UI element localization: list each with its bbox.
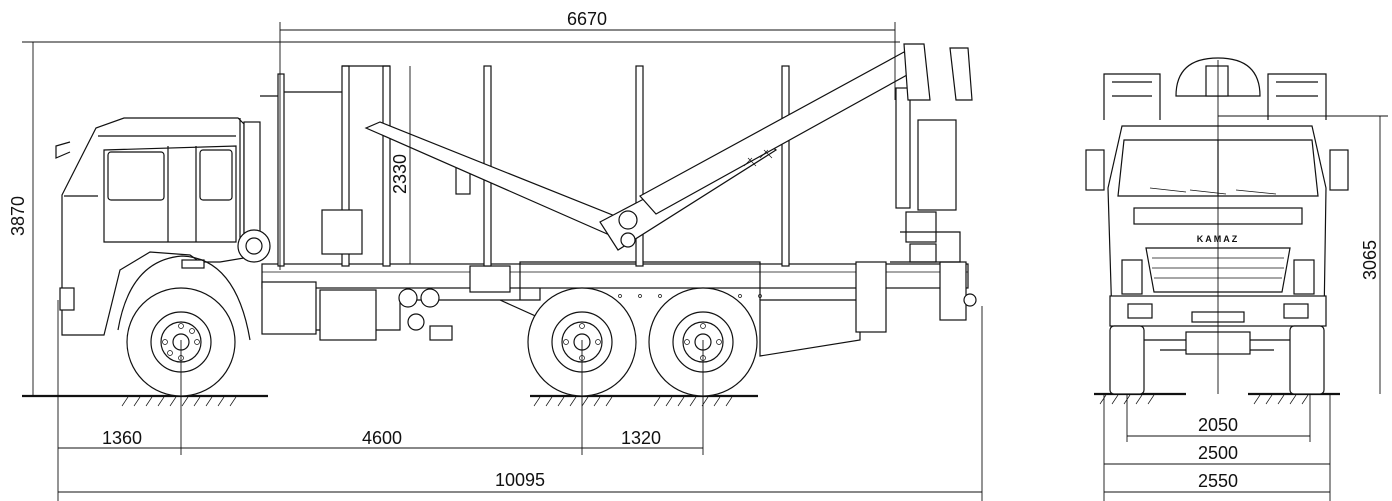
dim-label-cargo-length: 6670 (567, 9, 607, 29)
chassis-frame (261, 261, 977, 357)
side-view: 6670 3870 2330 1360 4600 1320 10095 (8, 9, 983, 501)
front-wheels (1109, 325, 1325, 395)
dim-cab-height: 3065 (1217, 60, 1388, 394)
dim-label-front-overhang: 1360 (102, 428, 142, 448)
dim-label-width-a: 2500 (1198, 443, 1238, 463)
dim-label-track: 2050 (1198, 415, 1238, 435)
front-brand-label: KAMAZ (1197, 234, 1240, 244)
dim-label-width-b: 2550 (1198, 471, 1238, 491)
dim-front-widths: 2050 2500 2550 (1103, 394, 1331, 501)
ground-rear (530, 394, 758, 407)
dim-cargo-length: 6670 (279, 9, 896, 270)
dim-overall-height: 3870 (8, 41, 900, 396)
ground-front (22, 394, 268, 407)
front-ground (1094, 392, 1340, 405)
front-view: KAMAZ 3065 (1085, 57, 1388, 501)
front-stakes (1103, 57, 1327, 120)
spare-wheel (237, 229, 271, 263)
front-wheel (117, 255, 251, 397)
dim-label-cab-height: 3065 (1360, 240, 1380, 280)
dim-label-wheelbase: 4600 (362, 428, 402, 448)
dim-label-stake-height: 2330 (390, 154, 410, 194)
crane-boom (364, 43, 973, 263)
cab (55, 117, 261, 336)
dim-stake-height: 2330 (390, 66, 411, 264)
dim-label-overall-height: 3870 (8, 196, 28, 236)
dim-overall-length: 10095 (58, 306, 983, 501)
dim-bottom-chain: 1360 4600 1320 (57, 300, 704, 501)
front-cab: KAMAZ (1085, 125, 1349, 327)
dim-label-overall-length: 10095 (495, 470, 545, 490)
dim-label-rear-bogie: 1320 (621, 428, 661, 448)
